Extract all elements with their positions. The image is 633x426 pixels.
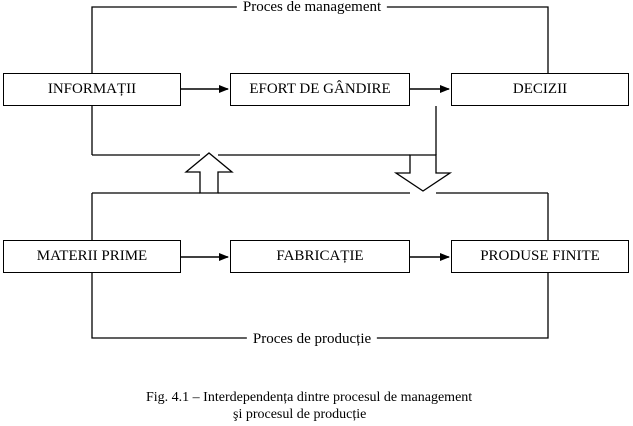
information-box: INFORMAȚII	[3, 73, 181, 106]
finished-products-box: PRODUSE FINITE	[451, 240, 629, 273]
thinking-effort-box: EFORT DE GÂNDIRE	[230, 73, 410, 106]
raw-materials-box-label: MATERII PRIME	[36, 248, 148, 264]
manufacturing-box-label: FABRICAȚIE	[276, 248, 364, 264]
hollow-down-arrow	[393, 154, 453, 192]
management-process-label: Proces de management	[236, 0, 388, 16]
figure-caption-line-1: Fig. 4.1 – Interdependența dintre proces…	[146, 390, 473, 405]
finished-products-box-label: PRODUSE FINITE	[480, 248, 600, 264]
decisions-box: DECIZII	[451, 73, 629, 106]
hollow-up-arrow	[184, 152, 234, 194]
production-process-label: Proces de producție	[246, 330, 378, 348]
information-box-label: INFORMAȚII	[47, 81, 137, 97]
management-loop-outline	[91, 6, 549, 73]
figure-caption-line-2: şi procesul de producție	[233, 407, 367, 422]
production-loop-outline	[91, 273, 549, 339]
manufacturing-box: FABRICAȚIE	[230, 240, 410, 273]
decisions-box-label: DECIZII	[512, 81, 568, 97]
thinking-effort-box-label: EFORT DE GÂNDIRE	[249, 81, 391, 97]
raw-materials-box: MATERII PRIME	[3, 240, 181, 273]
